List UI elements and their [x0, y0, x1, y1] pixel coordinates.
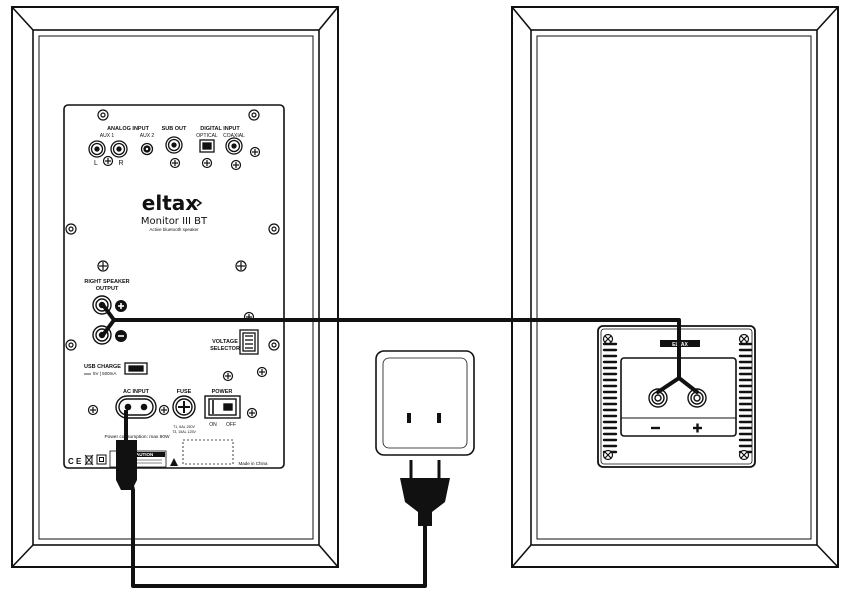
- power-switch: [204, 395, 241, 419]
- optical-jack: [199, 139, 215, 153]
- rear-amplifier-panel: ANALOG INPUT AUX 1 AUX 2 L R SUB OUT DIG…: [63, 104, 285, 469]
- usb-port: [124, 362, 148, 375]
- cooling-fins-left: [602, 342, 618, 454]
- usb-charge-label: USB CHARGE: [84, 364, 121, 370]
- mid-screws: [97, 260, 247, 272]
- coaxial-jack: [225, 137, 243, 155]
- coaxial-label: COAXIAL: [223, 133, 245, 139]
- aux1-label: AUX 1: [100, 133, 115, 139]
- power-cord-connector: [116, 440, 137, 490]
- voltage-selector-switch: [239, 329, 259, 355]
- screw-between-rca: [102, 155, 114, 167]
- power-label: POWER: [212, 389, 233, 395]
- usb-rating: 5V | 500mA: [93, 371, 116, 376]
- model-name: Monitor III BT: [141, 216, 208, 227]
- right-channel-mark: R: [118, 160, 123, 167]
- screws-bottom: [87, 404, 258, 419]
- aux2-jack: [140, 142, 154, 156]
- caution-label: CAUTION: [133, 452, 154, 457]
- binding-post-negative: [648, 388, 668, 408]
- serial-label-area: [182, 439, 234, 465]
- fuse-holder: [172, 395, 196, 419]
- power-plug: [400, 460, 450, 526]
- digital-input-label: DIGITAL INPUT: [200, 126, 240, 132]
- binding-post-positive: [687, 388, 707, 408]
- rca-right-jack: [110, 140, 128, 158]
- rca-left-jack: [88, 140, 106, 158]
- double-insulation-icon: [96, 454, 107, 465]
- right-speaker-output-label-2: OUTPUT: [96, 286, 119, 292]
- positive-sign-icon: [693, 423, 702, 433]
- left-channel-mark: L: [94, 160, 98, 167]
- right-speaker-output-label-1: RIGHT SPEAKER: [84, 279, 129, 285]
- passive-terminal-plate: ELTAX: [597, 325, 756, 468]
- fuse-rating-2: T3, 15AL 125V: [172, 430, 196, 434]
- plate-screws: [602, 333, 750, 461]
- ac-input-socket: [115, 395, 157, 419]
- svg-text:C E: C E: [68, 457, 82, 466]
- compliance-marks: C E: [68, 454, 107, 466]
- voltage-selector-label-2: SELECTOR: [210, 346, 240, 352]
- voltage-selector-label-1: VOLTAGE: [212, 339, 238, 345]
- brand-logo: eltax: [142, 191, 198, 215]
- speaker-cable: [101, 303, 699, 394]
- minus-icon: [115, 330, 127, 342]
- wall-outlet: [375, 350, 475, 456]
- analog-input-label: ANALOG INPUT: [107, 126, 150, 132]
- sub-out-jack: [165, 136, 183, 154]
- fuse-label: FUSE: [177, 389, 192, 395]
- aux2-label: AUX 2: [140, 133, 155, 139]
- panel-screws: [65, 109, 280, 351]
- power-off-label: OFF: [226, 422, 236, 428]
- model-tagline: Active bluetooth speaker: [149, 227, 199, 232]
- made-in-label: Made in China: [238, 461, 268, 466]
- screw-sub: [169, 157, 181, 169]
- ac-input-label: AC INPUT: [123, 389, 150, 395]
- optical-label: OPTICAL: [196, 133, 218, 139]
- power-consumption-text: Power consumption: max 80W: [104, 434, 170, 440]
- sub-out-label: SUB OUT: [162, 126, 187, 132]
- plus-icon: [115, 300, 127, 312]
- screw-lower: [222, 366, 268, 382]
- screw-digital: [201, 146, 261, 171]
- warning-triangle-icon: [170, 458, 178, 466]
- right-speaker: [511, 6, 839, 568]
- weee-bin-icon: [84, 454, 94, 466]
- power-on-label: ON: [209, 422, 217, 428]
- brand-arrow-icon: [196, 199, 203, 207]
- fuse-rating-1: T1, 6AL 250V: [173, 425, 195, 429]
